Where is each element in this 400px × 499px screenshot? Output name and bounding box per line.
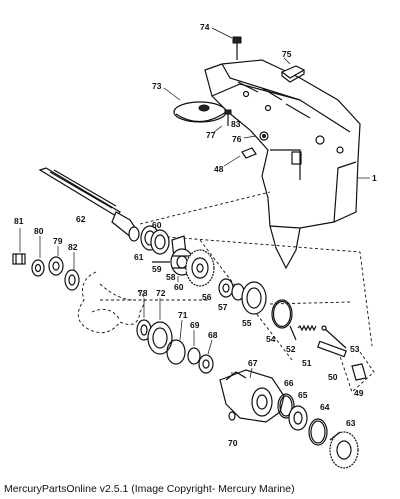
label-82: 82	[68, 242, 78, 252]
o-ring-54[interactable]	[271, 299, 293, 329]
nut-81[interactable]	[12, 228, 26, 265]
gear-housing[interactable]	[204, 59, 370, 270]
label-64: 64	[320, 402, 330, 412]
label-72: 72	[156, 288, 166, 298]
label-60-upper: 60	[152, 220, 162, 230]
label-52: 52	[286, 344, 296, 354]
propeller-outline	[77, 271, 145, 334]
assembly-guides	[100, 191, 375, 410]
plug-77[interactable]	[213, 125, 223, 133]
propeller-shaft-62[interactable]	[38, 167, 140, 242]
label-62: 62	[76, 214, 86, 224]
label-69: 69	[190, 320, 200, 330]
label-48: 48	[214, 164, 224, 174]
part-48[interactable]	[223, 147, 257, 167]
label-1: 1	[372, 173, 377, 183]
bearing-71[interactable]	[166, 319, 186, 365]
label-57: 57	[218, 302, 228, 312]
label-60-lower: 60	[174, 282, 184, 292]
screw-83[interactable]	[224, 109, 232, 126]
spring-51[interactable]	[297, 324, 317, 332]
bearing-race-55[interactable]	[241, 281, 267, 315]
label-63: 63	[346, 418, 356, 428]
nut-79[interactable]	[48, 246, 64, 276]
shift-cam-49[interactable]	[351, 363, 367, 381]
label-58: 58	[166, 272, 176, 282]
label-74: 74	[200, 22, 210, 32]
image-caption: MercuryPartsOnline v2.5.1 (Image Copyrig…	[4, 483, 295, 495]
label-50: 50	[328, 372, 338, 382]
label-75: 75	[282, 49, 292, 59]
label-76: 76	[232, 134, 242, 144]
label-68: 68	[208, 330, 218, 340]
bearing-65[interactable]	[288, 405, 308, 431]
washer-80[interactable]	[31, 236, 45, 277]
label-56: 56	[202, 292, 212, 302]
label-81: 81	[14, 216, 24, 226]
bearing-carrier-67[interactable]	[219, 367, 285, 423]
part-70[interactable]	[228, 411, 236, 421]
washer-69[interactable]	[187, 330, 201, 365]
fitting-76[interactable]	[243, 131, 269, 141]
cam-follower-50[interactable]	[317, 340, 347, 358]
label-83: 83	[231, 119, 241, 129]
label-79: 79	[53, 236, 63, 246]
bearing-57[interactable]	[218, 278, 245, 301]
label-66: 66	[284, 378, 294, 388]
shift-shaft-53[interactable]	[321, 325, 347, 349]
label-61: 61	[134, 252, 144, 262]
o-ring-66[interactable]	[277, 393, 295, 419]
label-59: 59	[152, 264, 162, 274]
ring-64[interactable]	[308, 418, 328, 446]
seal-61[interactable]	[140, 225, 170, 255]
gear-56[interactable]	[185, 249, 215, 287]
label-78: 78	[138, 288, 148, 298]
label-65: 65	[298, 390, 308, 400]
bearing-68[interactable]	[198, 339, 214, 374]
cover-73[interactable]	[163, 87, 227, 123]
tab-washer-82[interactable]	[64, 252, 80, 291]
label-73: 73	[152, 81, 162, 91]
label-51: 51	[302, 358, 312, 368]
reverse-gear-72[interactable]	[147, 298, 173, 355]
label-77: 77	[206, 130, 216, 140]
bolt-74[interactable]	[211, 27, 242, 60]
plate-75[interactable]	[280, 57, 306, 83]
label-55: 55	[242, 318, 252, 328]
label-67: 67	[248, 358, 258, 368]
label-80: 80	[34, 226, 44, 236]
label-53: 53	[350, 344, 360, 354]
label-54: 54	[266, 334, 276, 344]
shift-pin-52[interactable]	[289, 325, 297, 341]
forward-gear-63[interactable]	[329, 431, 359, 469]
label-49: 49	[354, 388, 364, 398]
label-71: 71	[178, 310, 188, 320]
label-70: 70	[228, 438, 238, 448]
